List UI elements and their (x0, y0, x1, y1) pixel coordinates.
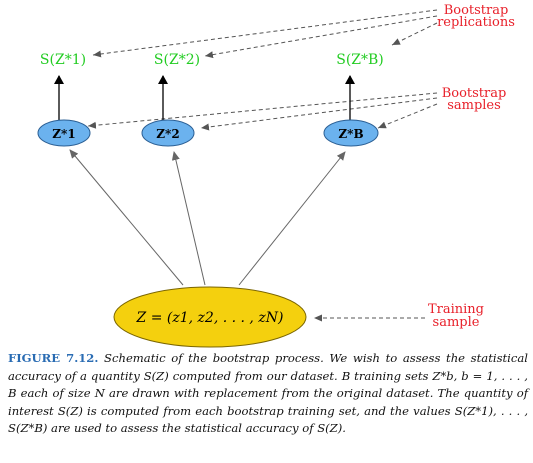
figure-caption: FIGURE 7.12. Schematic of the bootstrap … (8, 350, 528, 438)
sample-pointer-3 (377, 103, 438, 129)
training-sample-node (113, 286, 307, 348)
sample-pointer-1 (87, 92, 438, 129)
training-sample-note-line2: sample (433, 315, 480, 330)
bootstrap-sample-label-1: Z*1 (52, 127, 75, 141)
sample-pointer-2 (200, 97, 438, 131)
replication-pointer-3 (391, 22, 438, 46)
draw-arrow-2 (171, 151, 206, 286)
bootstrap-sample-node-3 (323, 119, 379, 147)
replication-label-2: S(Z*2) (154, 52, 200, 68)
draw-arrow-1 (69, 149, 184, 286)
replication-pointer-2 (204, 15, 438, 59)
bootstrap-sample-node-2 (141, 119, 195, 147)
bootstrap-sample-label-3: Z*B (338, 127, 363, 141)
draw-arrow-3 (238, 151, 346, 286)
training-sample-note-line1: Training (428, 302, 484, 317)
figure-label: FIGURE 7.12. (8, 351, 99, 365)
bootstrap-samples-note-line2: samples (447, 98, 501, 113)
bootstrap-diagram: S(Z*1) S(Z*2) S(Z*B) Z*1 Z*2 Z*B Z = (z1… (37, 3, 515, 348)
training-sample-label: Z = (z1, z2, . . . , zN) (136, 310, 284, 326)
replication-label-1: S(Z*1) (40, 52, 86, 68)
bootstrap-sample-node-1 (37, 119, 91, 147)
replication-pointer-1 (92, 9, 438, 58)
bootstrap-sample-label-2: Z*2 (156, 127, 179, 141)
bootstrap-samples-note-line1: Bootstrap (442, 86, 507, 101)
replication-label-3: S(Z*B) (336, 52, 384, 68)
figure-caption-text: Schematic of the bootstrap process. We w… (8, 351, 528, 436)
bootstrap-replications-note-line2: replications (437, 15, 515, 30)
bootstrap-replications-note-line1: Bootstrap (444, 3, 509, 18)
